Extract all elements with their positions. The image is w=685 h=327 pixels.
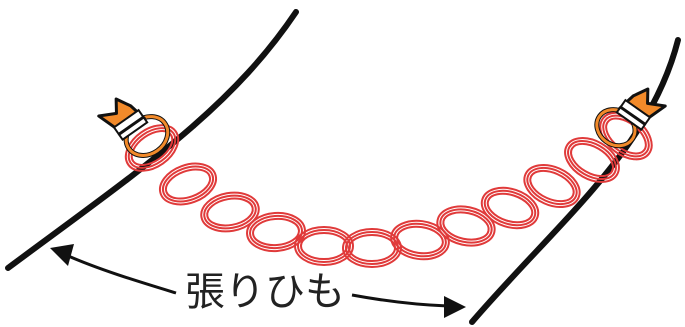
chain-link — [124, 124, 180, 172]
right-tube-line — [469, 37, 681, 325]
right-clip-icon — [594, 87, 667, 149]
chain-link — [523, 164, 581, 208]
chain-link — [390, 219, 450, 261]
right-arrow-line — [351, 293, 449, 308]
tension-cord-label: 張りひも — [179, 268, 351, 316]
chain-link — [436, 205, 496, 247]
left-clip-icon — [97, 97, 171, 158]
chain-link — [480, 186, 540, 230]
left-arrow-line — [65, 253, 177, 295]
right-arrow-icon — [444, 296, 466, 318]
chain-link — [294, 226, 354, 266]
chain-link — [158, 162, 218, 206]
chain-link — [564, 137, 620, 183]
tension-cord-chain — [124, 111, 653, 268]
chain-link — [246, 211, 306, 253]
chain-link — [200, 191, 260, 233]
left-tube-line — [5, 9, 299, 271]
left-arrow-icon — [50, 244, 74, 266]
